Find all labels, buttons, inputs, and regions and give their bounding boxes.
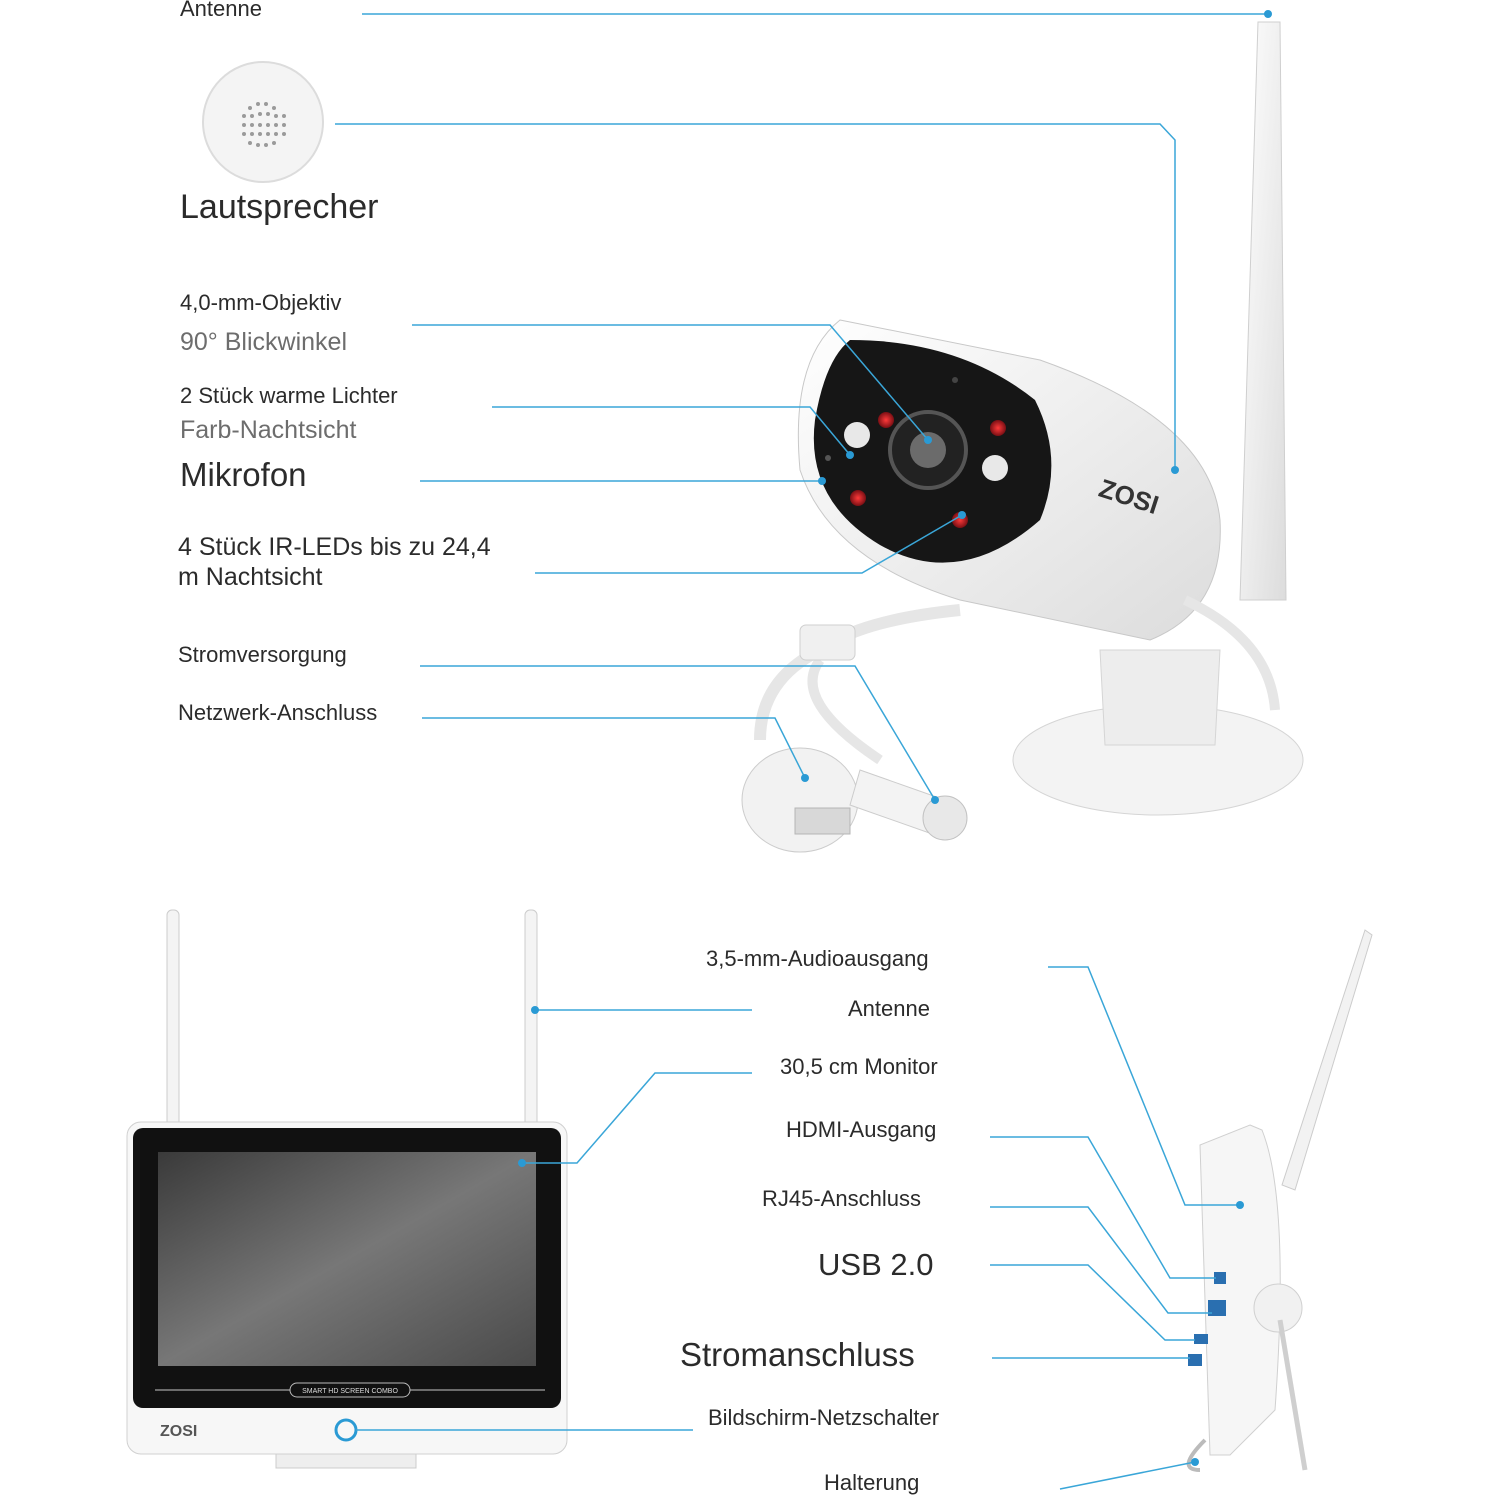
monitor-illustration: SMART HD SCREEN COMBO ZOSI — [126, 909, 568, 1469]
label-usb: USB 2.0 — [818, 1247, 934, 1282]
rj45-port-icon — [1208, 1300, 1226, 1316]
rj45-connector — [741, 747, 859, 853]
label-ir-leds-cont: m Nachtsicht — [178, 563, 323, 591]
side-stand-leg — [1277, 1319, 1308, 1471]
label-color-night: Farb-Nachtsicht — [180, 416, 357, 444]
monitor-brand: ZOSI — [160, 1423, 197, 1440]
label-audio-out: 3,5-mm-Audioausgang — [706, 946, 929, 971]
label-power-switch: Bildschirm-Netzschalter — [708, 1405, 940, 1430]
speaker-grille-icon — [242, 102, 286, 147]
label-stand: Halterung — [824, 1470, 920, 1495]
ir-led-icon — [850, 490, 866, 506]
side-antenna — [1281, 929, 1373, 1191]
monitor-screen — [158, 1152, 536, 1366]
label-view-angle: 90° Blickwinkel — [180, 328, 348, 356]
camera-mount-arm — [1099, 649, 1221, 746]
warm-light-icon — [982, 455, 1008, 481]
monitor-antenna-right — [524, 909, 538, 1131]
camera-antenna — [1239, 21, 1287, 601]
power-port-icon — [1188, 1354, 1202, 1366]
ir-led-icon — [990, 420, 1006, 436]
camera-leader-lines — [335, 13, 1268, 801]
side-body — [1199, 1124, 1281, 1456]
microphone-icon — [825, 455, 831, 461]
label-monitor-antenna: Antenne — [848, 996, 930, 1021]
label-camera-antenna: Antenne — [180, 0, 262, 21]
usb-port-icon — [1194, 1334, 1208, 1344]
monitor-antenna-left — [166, 909, 180, 1131]
ir-led-icon — [878, 412, 894, 428]
power-connector — [799, 624, 856, 661]
label-network: Netzwerk-Anschluss — [178, 700, 378, 725]
speaker-inset-icon — [202, 61, 324, 183]
label-power-connector: Stromanschluss — [680, 1336, 915, 1373]
label-microphone: Mikrofon — [180, 456, 307, 493]
label-speaker: Lautsprecher — [180, 188, 379, 226]
label-power-supply: Stromversorgung — [178, 642, 347, 667]
label-hdmi: HDMI-Ausgang — [786, 1117, 937, 1142]
monitor-combo-label: SMART HD SCREEN COMBO — [302, 1388, 398, 1395]
monitor-leader-dots — [518, 1006, 1244, 1466]
camera-illustration: ZOSI — [202, 21, 1304, 853]
label-lens: 4,0-mm-Objektiv — [180, 290, 342, 315]
label-ir-leds: 4 Stück IR-LEDs bis zu 24,4 — [178, 533, 491, 561]
label-warm-lights: 2 Stück warme Lichter — [180, 383, 398, 408]
side-hinge — [1253, 1283, 1303, 1333]
hdmi-port-icon — [1214, 1272, 1226, 1284]
label-monitor-size: 30,5 cm Monitor — [780, 1054, 938, 1079]
monitor-side-illustration — [1186, 929, 1373, 1472]
warm-light-icon — [844, 422, 870, 448]
camera-leader-dots — [801, 10, 1272, 804]
monitor-leader-lines — [356, 966, 1240, 1490]
label-rj45: RJ45-Anschluss — [762, 1186, 921, 1211]
